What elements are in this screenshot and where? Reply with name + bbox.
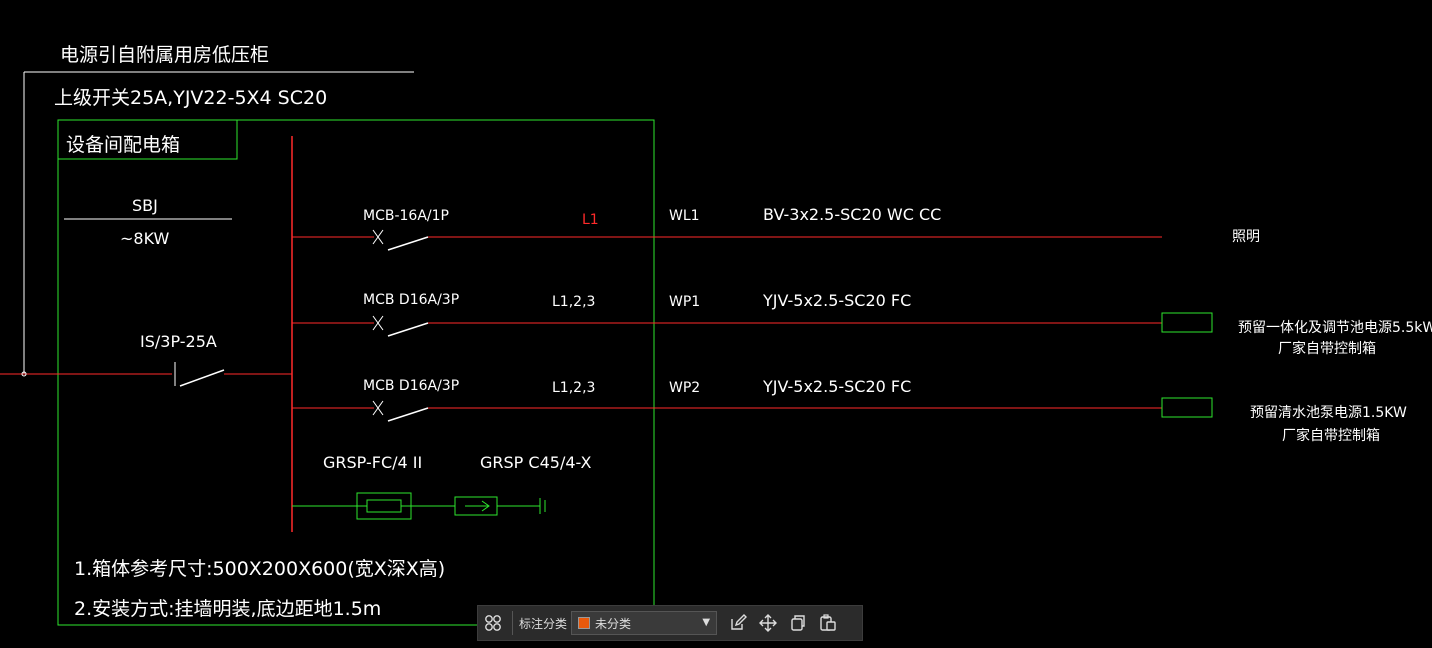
annotation-category-label: 标注分类: [519, 616, 568, 631]
load-power: ~8KW: [120, 229, 170, 248]
circuit-wp2-breaker-x: [372, 400, 384, 416]
annotation-category-select[interactable]: 未分类 ▼: [571, 611, 718, 635]
circuit-wp1-phase: L1,2,3: [552, 294, 596, 310]
circuit-wl1-breaker: MCB-16A/1P: [363, 208, 449, 224]
copy-icon[interactable]: [783, 608, 813, 638]
main-switch-label: IS/3P-25A: [140, 332, 217, 351]
move-icon[interactable]: [753, 608, 783, 638]
spd1-inner: [366, 499, 402, 513]
panel-title-box: [57, 119, 238, 160]
circuit-wl1-id: WL1: [669, 208, 700, 224]
circuit-wp2-id: WP2: [669, 380, 701, 396]
spd2-label: GRSP C45/4-X: [480, 453, 592, 472]
circuit-wl1-load: 照明: [1232, 229, 1260, 245]
circuit-wp1-breaker-x: [372, 315, 384, 331]
main-switch-blade: [179, 369, 225, 387]
circuit-wp1-cable: YJV-5x2.5-SC20 FC: [763, 291, 912, 310]
circuit-wp2-phase: L1,2,3: [552, 380, 596, 396]
annotation-toolbar: 标注分类 未分类 ▼: [477, 605, 863, 641]
edit-icon[interactable]: [723, 608, 753, 638]
circuit-wp2-load-box: [1161, 397, 1213, 418]
spd1-outer: [356, 492, 412, 520]
load-name: SBJ: [132, 196, 158, 215]
circuit-wl1-cable: BV-3x2.5-SC20 WC CC: [763, 205, 942, 224]
paste-icon[interactable]: [813, 608, 843, 638]
note-installation: 2.安装方式:挂墙明装,底边距地1.5m: [74, 598, 382, 620]
upstream-cable: 上级开关25A,YJV22-5X4 SC20: [54, 87, 328, 109]
circuit-wp2-load: 预留清水池泵电源1.5KW: [1250, 405, 1407, 421]
circuit-wp1-id: WP1: [669, 294, 701, 310]
grid-icon[interactable]: [478, 608, 508, 638]
circuit-wl1-phase: L1: [582, 212, 599, 228]
note-dimensions: 1.箱体参考尺寸:500X200X600(宽X深X高): [74, 558, 446, 580]
circuit-wp2-cable: YJV-5x2.5-SC20 FC: [763, 377, 912, 396]
circuit-wp1-breaker-blade: [387, 322, 429, 337]
incoming-node: [21, 371, 27, 377]
panel-frame: [57, 119, 655, 626]
category-color-swatch: [578, 617, 591, 629]
circuit-wp1-load-box: [1161, 312, 1213, 333]
circuit-wp1-load: 预留一体化及调节池电源5.5kW: [1238, 320, 1432, 336]
source-note: 电源引自附属用房低压柜: [60, 44, 270, 66]
circuit-wp2-breaker-blade: [387, 407, 429, 422]
chevron-down-icon: ▼: [702, 617, 711, 628]
spd1-label: GRSP-FC/4 II: [323, 453, 423, 472]
circuit-wp1-breaker: MCB D16A/3P: [363, 292, 460, 308]
annotation-category-value: 未分类: [595, 616, 632, 631]
circuit-wp2-breaker: MCB D16A/3P: [363, 378, 460, 394]
toolbar-separator: [512, 611, 513, 635]
panel-title: 设备间配电箱: [66, 134, 181, 156]
circuit-wl1-breaker-x: [372, 229, 384, 245]
circuit-wp2-load-note: 厂家自带控制箱: [1282, 428, 1380, 444]
circuit-wp1-load-note: 厂家自带控制箱: [1278, 341, 1376, 357]
circuit-wl1-breaker-blade: [387, 236, 429, 251]
spd2-arrow: [465, 500, 490, 512]
